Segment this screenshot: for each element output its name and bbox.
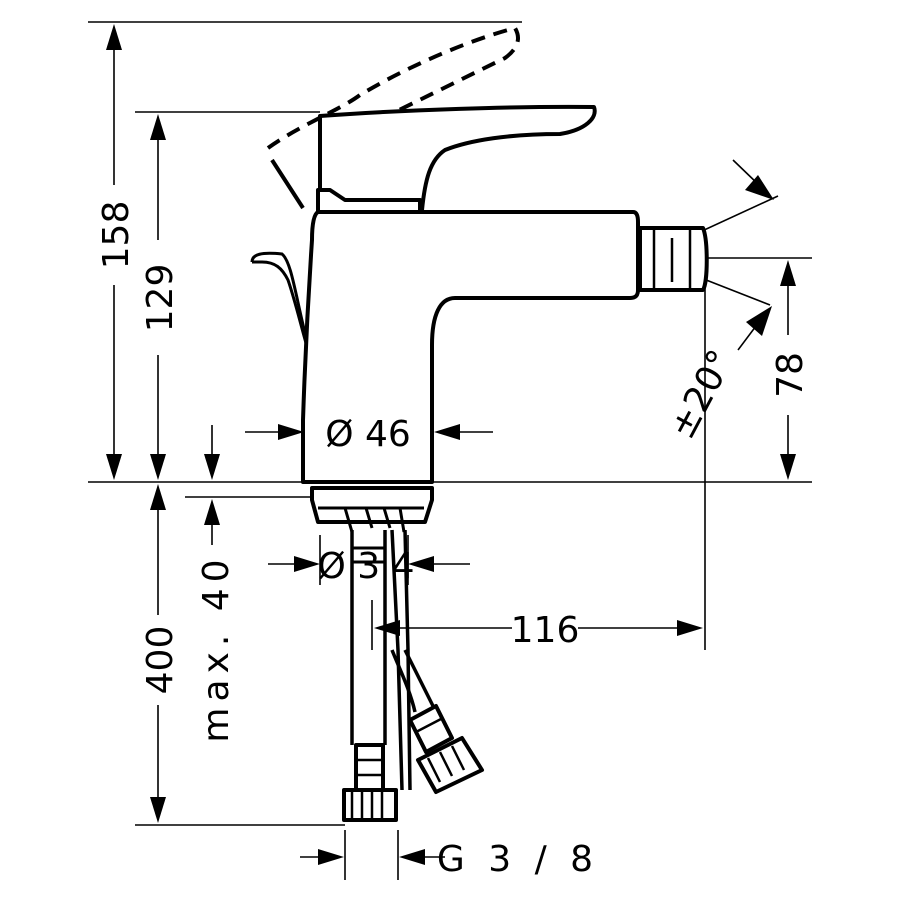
dimension-max-40 xyxy=(204,425,220,545)
dimension-g38 xyxy=(300,849,445,865)
label-400: 400 xyxy=(140,626,181,695)
reference-lines xyxy=(88,21,812,880)
dimension-diameter-34 xyxy=(268,556,470,572)
label-diameter-34: Ø 3 4 xyxy=(317,546,414,587)
mixer-body xyxy=(250,25,709,484)
label-g38: G 3 / 8 xyxy=(437,839,599,880)
fixing-and-hoses xyxy=(310,486,484,822)
label-116: 116 xyxy=(511,610,580,651)
label-swivel-angle: ±20° xyxy=(662,343,742,445)
dimension-158 xyxy=(106,24,122,480)
label-max-40: max. 40 xyxy=(196,553,237,742)
label-129: 129 xyxy=(140,264,181,333)
dimension-400 xyxy=(150,484,166,823)
dimension-78 xyxy=(780,260,796,480)
dimension-129 xyxy=(150,114,166,480)
label-158: 158 xyxy=(96,201,137,270)
label-78: 78 xyxy=(770,352,811,398)
dimension-116 xyxy=(374,620,703,636)
dimension-diameter-46 xyxy=(245,424,493,440)
label-diameter-46: Ø 46 xyxy=(325,414,411,455)
